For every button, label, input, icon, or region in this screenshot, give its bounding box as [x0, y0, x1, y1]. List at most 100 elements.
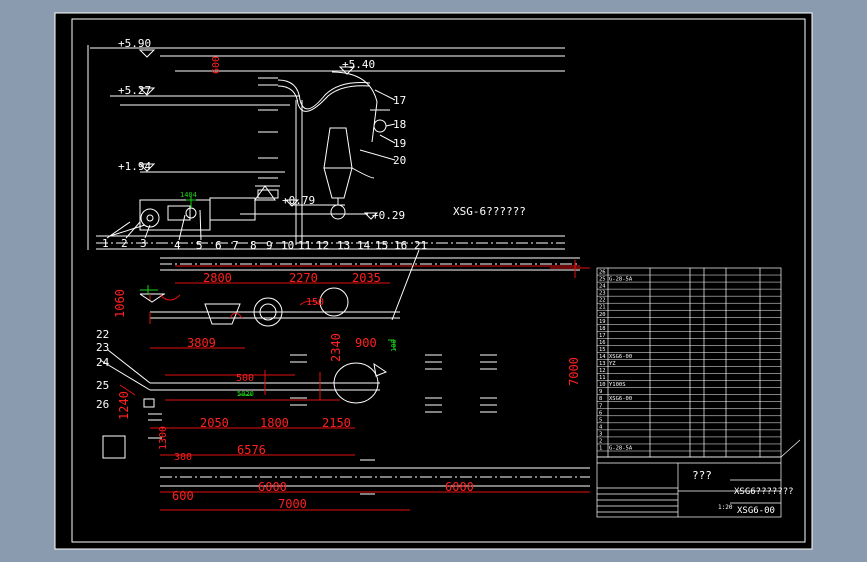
dim-7000: 7000	[278, 497, 307, 511]
dim-300: 300	[174, 452, 192, 463]
dim-1800: 1800	[260, 416, 289, 430]
dimension-lines	[119, 260, 590, 511]
parts-row-number: 16	[599, 340, 606, 346]
parts-row-number: 13	[599, 361, 606, 367]
scale-label: 1:20	[718, 504, 733, 511]
dim-2150: 2150	[322, 416, 351, 430]
part-number: 7	[232, 239, 239, 252]
dim-1404: 1404	[180, 191, 197, 199]
dim-6000-right: 6000	[445, 480, 474, 494]
sheet-border	[54, 12, 813, 550]
part-number: 2	[121, 237, 128, 250]
parts-row-number: 11	[599, 375, 606, 381]
parts-row-name: G-28-5A	[609, 446, 633, 452]
dim-5020: 5020	[237, 390, 254, 398]
elev-0-29: +0.29	[372, 209, 405, 222]
dim-2800: 2800	[203, 271, 232, 285]
elev-5-90: +5.90	[118, 37, 151, 50]
parts-row-number: 2	[599, 438, 602, 444]
parts-list	[596, 267, 801, 518]
green-labels: 1404 5020 100	[180, 191, 398, 398]
part-number: 18	[393, 118, 406, 131]
part-number: 20	[393, 154, 406, 167]
drawing-title: XSG-6??????	[453, 205, 526, 218]
part-number: 13	[337, 239, 350, 252]
title-block-text: ??? XSG6??????? XSG6-00 1:20	[692, 469, 794, 516]
parts-row-number: 12	[599, 368, 606, 374]
inner-frame	[71, 18, 806, 543]
elev-5-40: +5.40	[342, 58, 375, 71]
parts-row-number: 18	[599, 326, 606, 332]
dim-1240: 1240	[117, 391, 131, 420]
part-number: 12	[316, 239, 329, 252]
parts-row-number: 1	[599, 446, 602, 452]
part-number: 15	[375, 239, 388, 252]
part-number: 25	[96, 379, 109, 392]
drawing-code: XSG6-00	[737, 506, 775, 516]
dim-1300: 1300	[158, 426, 169, 450]
part-numbers-left: 22 23 24 25 26	[96, 328, 110, 411]
parts-row-name: XSG6-00	[609, 396, 632, 402]
dim-150: 150	[306, 297, 324, 308]
parts-row-number: 22	[599, 298, 606, 304]
green-marks	[140, 196, 395, 396]
part-number: 5	[196, 239, 203, 252]
parts-row-number: 14	[599, 354, 606, 360]
parts-row-number: 26	[599, 270, 606, 276]
parts-row-number: 4	[599, 424, 603, 430]
dim-2035: 2035	[352, 271, 381, 285]
parts-row-number: 10	[599, 382, 606, 388]
part-number: 17	[393, 94, 406, 107]
part-number: 22	[96, 328, 109, 341]
parts-row-number: 17	[599, 333, 606, 339]
part-number: 11	[298, 239, 311, 252]
dim-2270: 2270	[289, 271, 318, 285]
dim-1060: 1060	[113, 289, 127, 318]
part-number: 23	[96, 341, 109, 354]
parts-row-number: 7	[599, 403, 602, 409]
parts-row-number: 3	[599, 431, 602, 437]
part-number: 14	[357, 239, 371, 252]
parts-row-name: YZ	[609, 361, 616, 367]
dim-600b: 600	[211, 56, 222, 74]
part-number: 1	[102, 237, 109, 250]
dim-100: 100	[390, 339, 398, 352]
part-number: 26	[96, 398, 109, 411]
parts-row-number: 24	[599, 284, 606, 290]
drawing-name: XSG6???????	[734, 487, 794, 497]
part-number-row: 1 2 3 4 5 6 7 8 9 10 11 12 13 14 15 16 2…	[102, 237, 427, 252]
elevation-view	[87, 45, 565, 250]
parts-row-number: 20	[599, 312, 606, 318]
dim-3809: 3809	[187, 336, 216, 350]
part-number: 8	[250, 239, 257, 252]
part-number: 10	[281, 239, 294, 252]
plan-view	[99, 257, 590, 495]
parts-row-number: 8	[599, 396, 602, 402]
part-number: 19	[393, 137, 406, 150]
dim-600: 600	[172, 489, 194, 503]
part-number: 3	[140, 237, 147, 250]
parts-row-name: Y100S	[609, 382, 626, 388]
parts-row-number: 15	[599, 347, 606, 353]
dim-500: 500	[236, 373, 254, 384]
parts-row-name: G-28-5A	[609, 277, 633, 283]
part-number: 6	[215, 239, 222, 252]
elev-5-27: +5.27	[118, 84, 151, 97]
part-number: 16	[394, 239, 407, 252]
parts-row-number: 23	[599, 291, 606, 297]
parts-row-number: 25	[599, 277, 606, 283]
part-number: 9	[266, 239, 273, 252]
part-numbers-right: 17 18 19 20	[393, 94, 406, 167]
leader-lines	[106, 89, 420, 321]
dimension-labels: 2800 2270 2035 3809 2050 1800 2150 6576 …	[113, 56, 581, 511]
dim-6000-left: 6000	[258, 480, 287, 494]
elev-0-79: +0.79	[282, 194, 315, 207]
parts-row-name: XSG6-00	[609, 354, 632, 360]
parts-row-number: 21	[599, 305, 606, 311]
dim-7000-vertical: 7000	[567, 357, 581, 386]
dim-2050: 2050	[200, 416, 229, 430]
dim-900: 900	[355, 336, 377, 350]
parts-row-number: 19	[599, 319, 606, 325]
title-mark: ???	[692, 469, 712, 482]
